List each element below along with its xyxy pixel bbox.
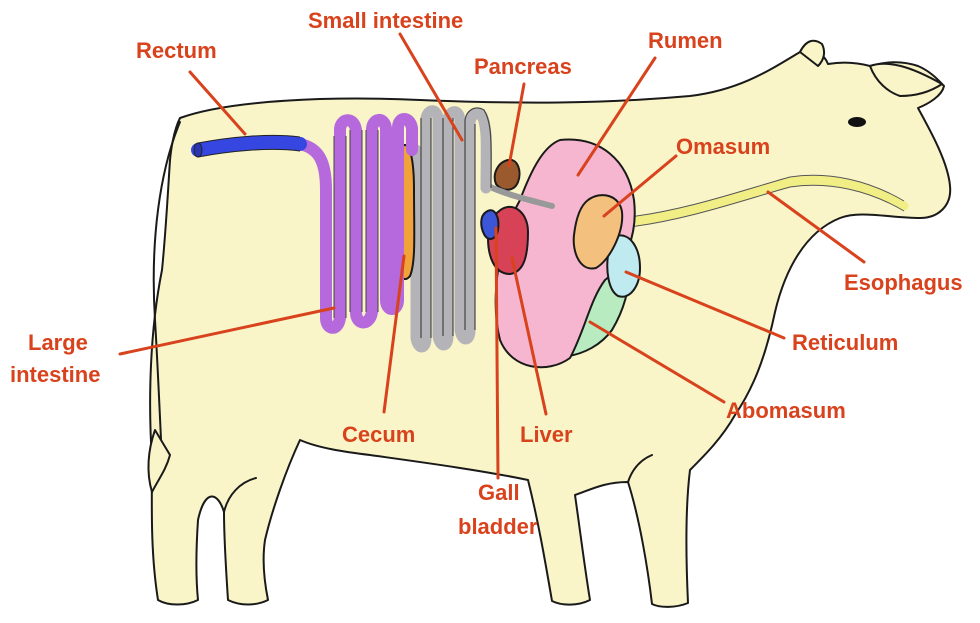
label-omasum: Omasum <box>676 134 770 159</box>
label-gall-bladder-line2: bladder <box>458 514 538 539</box>
leader-gall-bladder <box>496 228 498 478</box>
cow-eye <box>848 117 866 127</box>
label-cecum: Cecum <box>342 422 415 447</box>
label-rumen: Rumen <box>648 28 723 53</box>
rectum-organ <box>198 142 300 150</box>
rectum-end <box>194 143 202 157</box>
label-rectum: Rectum <box>136 38 217 63</box>
label-gall-bladder-line1: Gall <box>478 480 520 505</box>
label-large-intestine-line2: intestine <box>10 362 100 387</box>
label-small-intestine: Small intestine <box>308 8 463 33</box>
label-large-intestine-line1: Large <box>28 330 88 355</box>
label-esophagus: Esophagus <box>844 270 963 295</box>
label-reticulum: Reticulum <box>792 330 898 355</box>
label-pancreas: Pancreas <box>474 54 572 79</box>
label-liver: Liver <box>520 422 573 447</box>
label-abomasum: Abomasum <box>726 398 846 423</box>
